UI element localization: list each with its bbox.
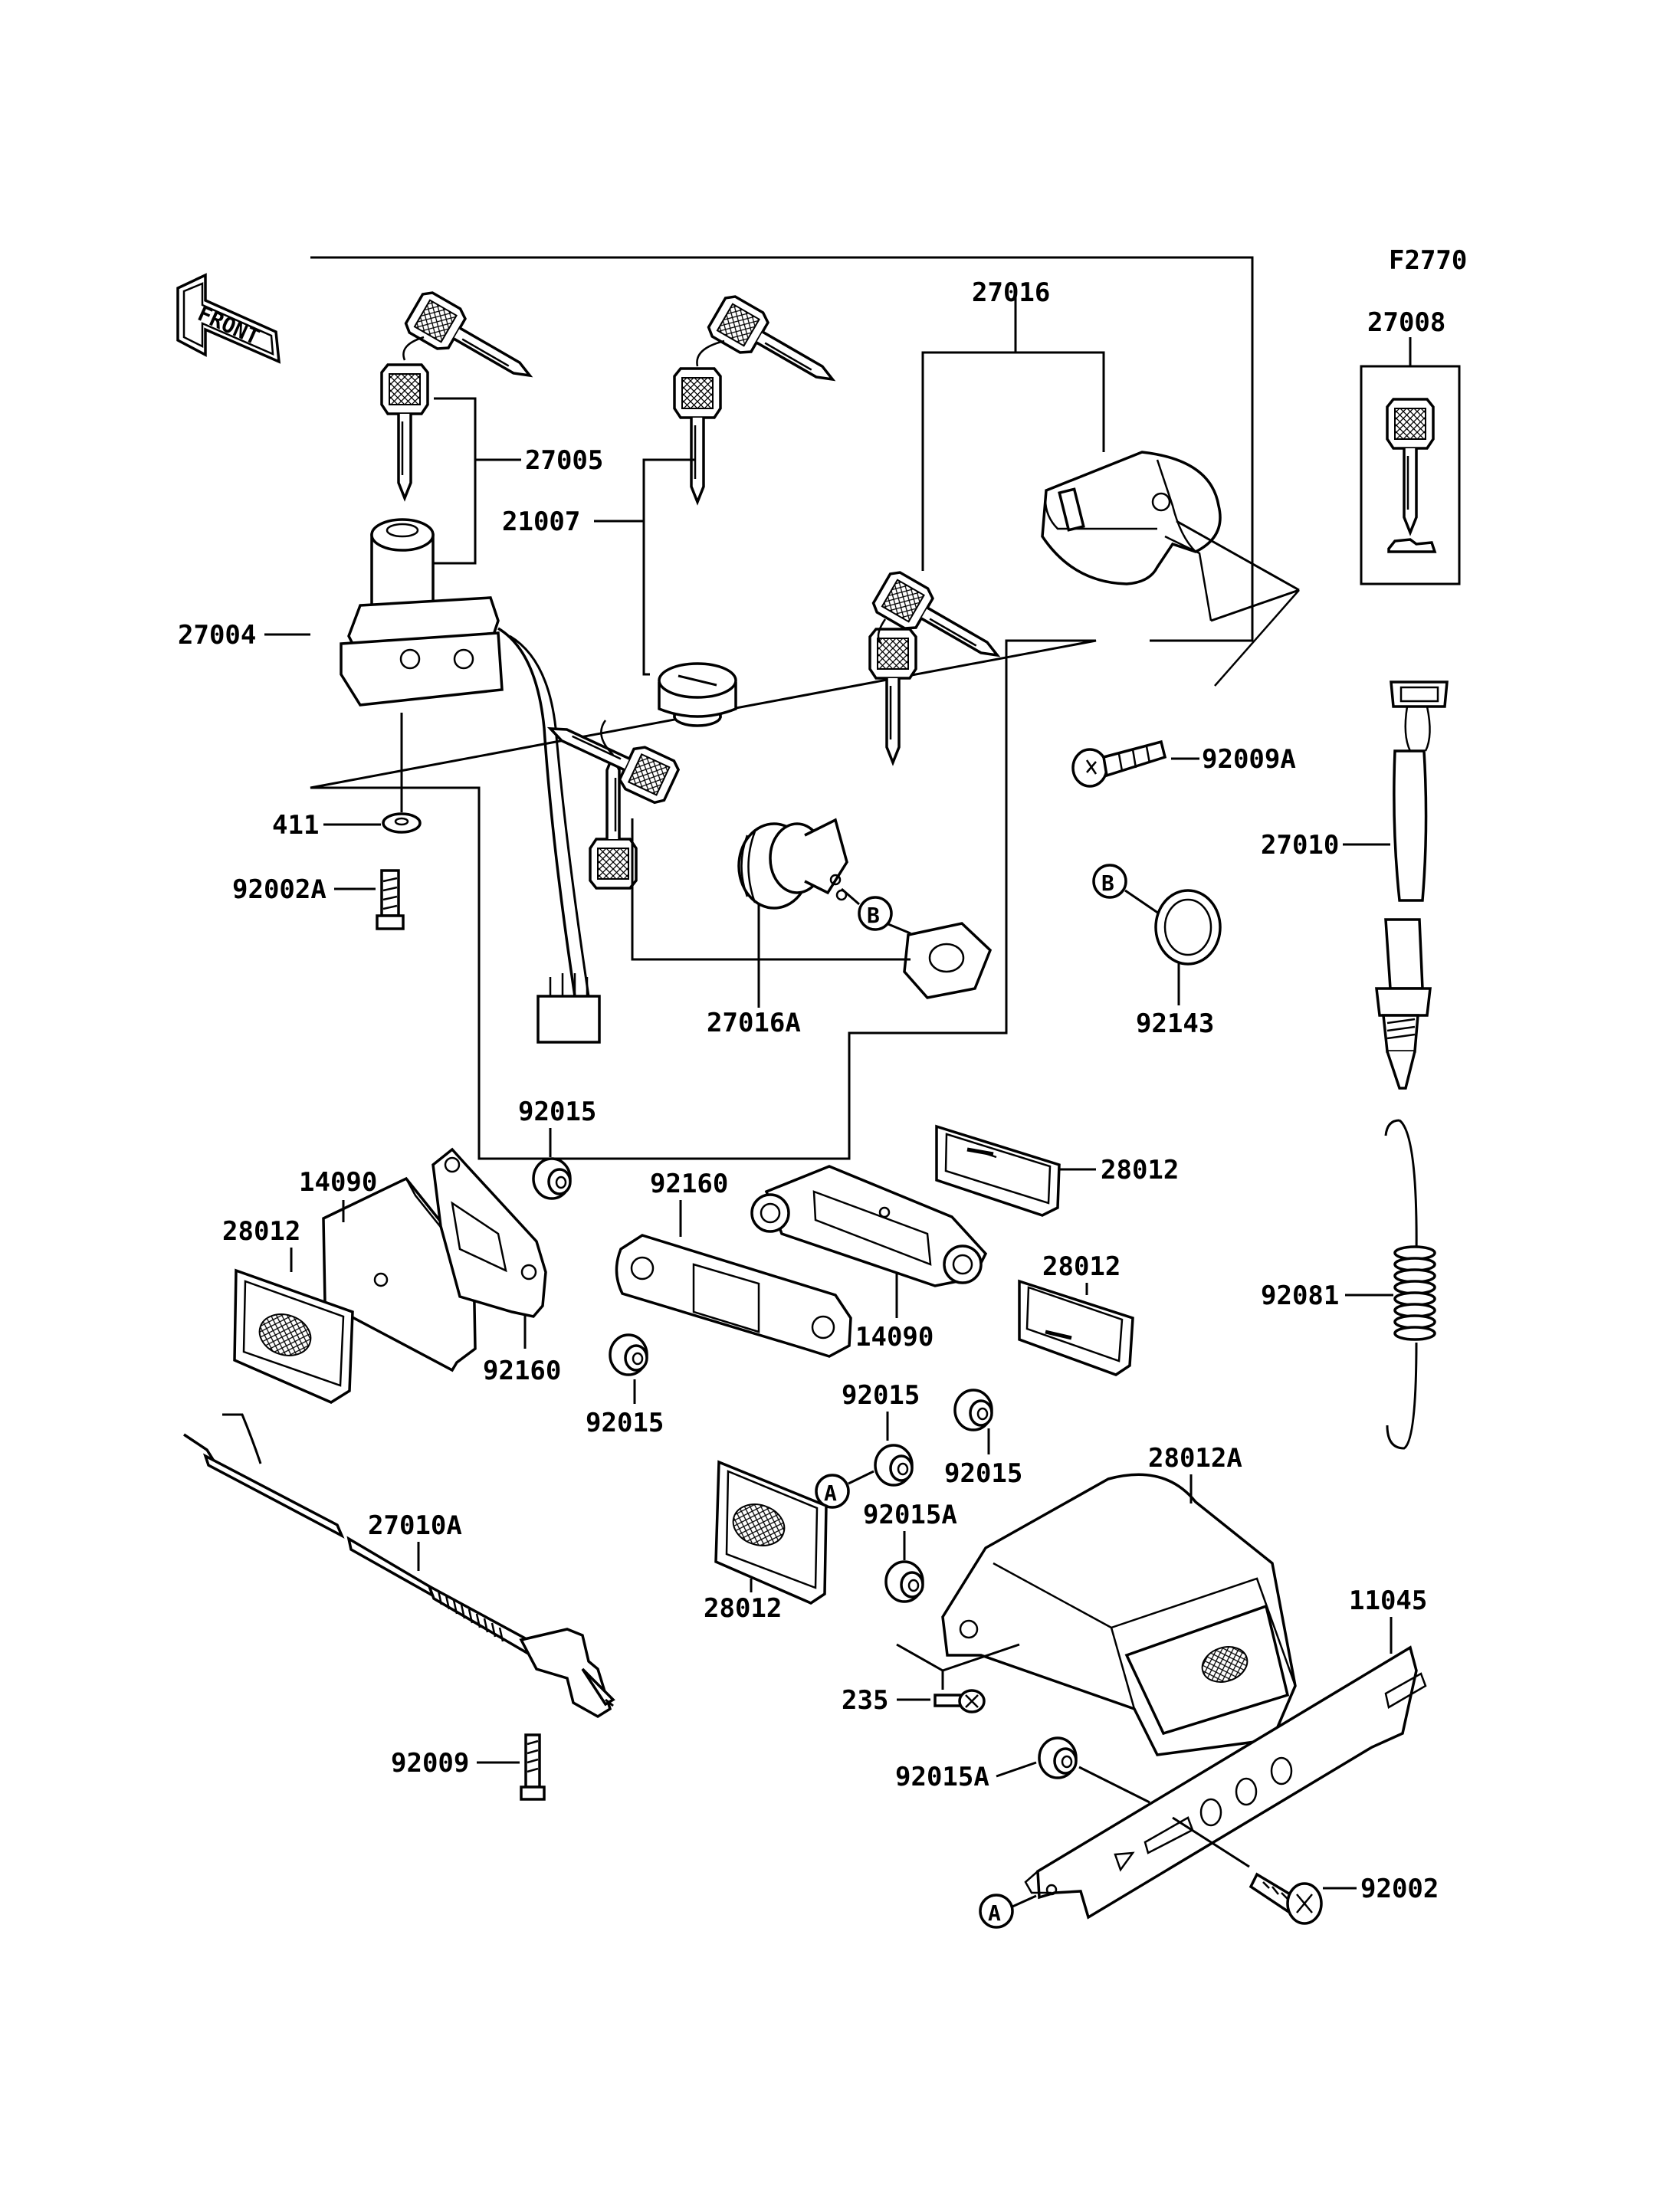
svg-text:B: B — [867, 903, 880, 928]
part-92160-mid-label: 92160 — [650, 1169, 728, 1199]
kit-outline — [310, 256, 1254, 1160]
part-92160-left-label: 92160 — [483, 1356, 561, 1386]
cable-27010A — [183, 1413, 615, 1719]
callout-b-right: B — [1092, 864, 1127, 899]
gasket-92160-mid — [615, 1234, 852, 1358]
gasket-92160-left — [431, 1147, 547, 1318]
ignition-keys — [380, 287, 543, 500]
callout-b-kit: B — [858, 896, 893, 931]
part-27004-label: 27004 — [178, 620, 256, 651]
bolt-235 — [934, 1689, 986, 1713]
callout-a-upper: A — [815, 1474, 850, 1509]
svg-text:B: B — [1101, 871, 1114, 896]
washer-411 — [382, 812, 422, 834]
reflector-28012-topright — [935, 1124, 1061, 1217]
nut-92015A-upper — [884, 1560, 924, 1603]
cap-lock-keys — [539, 706, 683, 890]
part-28012A-label: 28012A — [1148, 1443, 1242, 1474]
part-92015-lowerright-label: 92015 — [944, 1458, 1022, 1489]
spring-92081 — [1384, 1119, 1436, 1450]
part-27016A-label: 27016A — [707, 1008, 801, 1038]
part-92015-mid-label: 92015 — [586, 1408, 664, 1438]
nut-92015-lowerleft — [874, 1444, 914, 1487]
callout-a-lower: A — [979, 1894, 1014, 1929]
part-27008-label: 27008 — [1367, 307, 1445, 338]
part-235-label: 235 — [842, 1685, 888, 1716]
front-arrow-icon: FRONT — [176, 273, 281, 364]
part-92009A-label: 92009A — [1202, 744, 1296, 775]
reflector-28012-lower — [714, 1460, 828, 1605]
part-92015A-upper-label: 92015A — [863, 1500, 957, 1530]
part-14090-left-label: 14090 — [299, 1167, 377, 1198]
bolt-92002A — [376, 869, 405, 930]
svg-text:A: A — [988, 1900, 1001, 1926]
nut-92015-left — [532, 1157, 572, 1200]
seat-lock-keys — [673, 291, 845, 503]
reflector-28012-midright — [1018, 1279, 1134, 1376]
nut-92015A-lower — [1038, 1736, 1078, 1779]
part-411-label: 411 — [272, 810, 319, 841]
part-92009-label: 92009 — [391, 1748, 469, 1779]
part-92002-label: 92002 — [1360, 1874, 1439, 1904]
ignition-switch — [340, 518, 601, 1044]
hex-nut — [903, 922, 993, 999]
part-28012-lower-label: 28012 — [704, 1593, 782, 1624]
part-27010-label: 27010 — [1261, 830, 1339, 861]
reflector-28012-left — [233, 1268, 354, 1404]
part-92081-label: 92081 — [1261, 1280, 1339, 1311]
svg-text:A: A — [824, 1481, 837, 1506]
part-28012-left-label: 28012 — [222, 1216, 300, 1247]
part-14090-mid-label: 14090 — [855, 1322, 934, 1353]
part-27005-label: 27005 — [525, 445, 603, 476]
part-28012-topright-label: 28012 — [1101, 1155, 1179, 1185]
bracket-11045 — [1024, 1645, 1427, 1920]
screw-92009 — [520, 1733, 546, 1801]
part-92015-lowerleft-label: 92015 — [842, 1380, 920, 1411]
lock-box-27016 — [1041, 451, 1222, 585]
part-28012-midright-label: 28012 — [1042, 1251, 1121, 1282]
reflector-housing-28012A — [941, 1473, 1297, 1756]
figure-id: F2770 — [1389, 245, 1467, 276]
part-92143-label: 92143 — [1136, 1008, 1214, 1039]
lock-cylinder-21007 — [658, 662, 737, 727]
part-27016-label: 27016 — [972, 277, 1050, 308]
bolt-92009A — [1071, 739, 1167, 788]
nut-92015-lowerright — [953, 1389, 993, 1431]
reflector-bracket-14090-mid — [750, 1165, 988, 1287]
part-11045-label: 11045 — [1349, 1585, 1427, 1616]
part-92002A-label: 92002A — [232, 874, 326, 905]
key-blank-27008 — [1386, 398, 1437, 553]
part-27010A-label: 27010A — [368, 1510, 462, 1541]
nut-92015-mid — [609, 1333, 648, 1376]
switch-27010 — [1375, 680, 1449, 1090]
helmet-lock-keys — [868, 567, 1010, 764]
cap-lock-cylinder-27016A — [737, 818, 848, 910]
part-92015A-lower-label: 92015A — [895, 1762, 989, 1792]
bolt-92002 — [1249, 1872, 1323, 1925]
part-21007-label: 21007 — [502, 507, 580, 537]
part-92015-left-label: 92015 — [518, 1097, 596, 1127]
